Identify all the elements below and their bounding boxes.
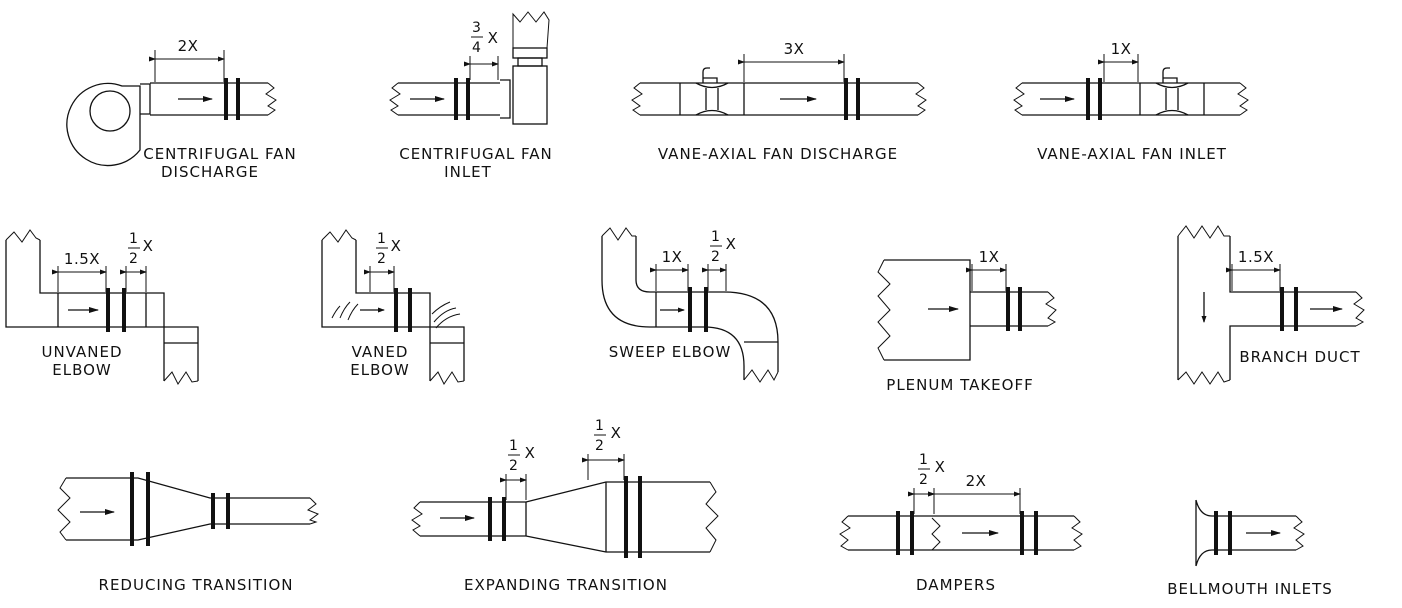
fan-hub [1155,82,1189,116]
fraction-numerator: 1 [595,418,605,434]
dimension-label: 1X [1111,40,1132,58]
duct [5,240,199,381]
fraction-unit: X [935,458,946,476]
bellmouth [1195,499,1213,567]
diagram-label-line1: VANED [352,343,409,361]
fraction-numerator: 1 [711,229,721,245]
fraction-unit: X [143,237,154,255]
turning-vane [331,301,359,321]
fraction-numerator: 1 [377,231,387,247]
diagram-label-line1: VANE-AXIAL FAN DISCHARGE [658,145,898,163]
diagram-label-line1: SWEEP ELBOW [609,343,732,361]
plenum-takeoff: 1X PLENUM TAKEOFF [877,248,1057,394]
plenum [884,259,971,361]
fraction-unit: X [611,424,622,442]
duct [601,236,779,380]
diagram-label-line1: BELLMOUTH INLETS [1167,580,1333,598]
dampers: 1 2 X 2X DAMPERS [839,452,1083,594]
diagram-label-line1: CENTRIFUGAL FAN [399,145,553,163]
diagram-label-line1: DAMPERS [916,576,996,594]
fan-hub [695,82,729,116]
duct [398,82,500,116]
reducing-transition: REDUCING TRANSITION [57,472,320,594]
diagram-label-line1: BRANCH DUCT [1239,348,1360,366]
diagram-label-line2: DISCHARGE [161,163,259,181]
sweep-elbow: 1X 1 2 X SWEEP ELBOW [601,227,779,383]
fan-body [512,65,548,125]
fraction-denominator: 2 [919,472,929,488]
fraction-denominator: 2 [509,458,519,474]
diagram-label-line1: REDUCING TRANSITION [99,576,294,594]
fraction-numerator: 1 [509,438,519,454]
dimension-label: 3X [784,40,805,58]
duct [150,82,268,116]
fraction-unit: X [488,29,499,47]
fraction-denominator: 2 [711,249,721,265]
vane-axial-fan-inlet: 1X VANE-AXIAL FAN INLET [1013,40,1249,163]
duct [420,481,710,553]
fraction-denominator: 2 [129,251,139,267]
diagram-label-line2: INLET [444,163,492,181]
fraction-unit: X [391,237,402,255]
fraction-numerator: 1 [129,231,139,247]
expanding-transition: 1 2 X 1 2 X EXPANDING TRANSITION [411,418,719,594]
dimension-label: 1X [979,248,1000,266]
duct [640,82,918,116]
dimension-label: 2X [178,37,199,55]
dimension-label: 2X [966,472,987,490]
damper-blade [931,517,941,551]
duct [848,515,1074,551]
diagram-label-line1: PLENUM TAKEOFF [886,376,1033,394]
fraction-numerator: 1 [919,452,929,468]
fraction-unit: X [525,444,536,462]
fraction-denominator: 2 [595,438,605,454]
dimension-label: 1.5X [64,250,100,268]
branch-duct: 1.5X BRANCH DUCT [1177,225,1365,385]
duct [321,240,465,381]
vaned-elbow: 1 2 X VANED ELBOW [321,229,465,385]
fraction-numerator: 3 [472,20,482,36]
fraction-denominator: 2 [377,251,387,267]
dimension-label: 1X [662,248,683,266]
fraction-unit: X [726,235,737,253]
diagram-label-line2: ELBOW [52,361,112,379]
diagram-label-line1: EXPANDING TRANSITION [464,576,668,594]
diagram-label-line1: CENTRIFUGAL FAN [143,145,297,163]
bellmouth-inlets: BELLMOUTH INLETS [1167,499,1333,598]
turning-vane [431,301,461,329]
fan-wheel [89,90,131,132]
dimension-label: 1.5X [1238,248,1274,266]
vane-axial-fan-discharge: 3X VANE-AXIAL FAN DISCHARGE [631,40,927,163]
unvaned-elbow: 1.5X 1 2 X UNVANED ELBOW [5,229,199,385]
centrifugal-fan-discharge: 2X CENTRIFUGAL FAN DISCHARGE [66,37,297,181]
duct [66,477,310,541]
diagram-label-line1: UNVANED [41,343,122,361]
diagram-label-line1: VANE-AXIAL FAN INLET [1037,145,1227,163]
fraction-denominator: 4 [472,40,482,56]
fan-housing [66,82,141,167]
diagram-label-line2: ELBOW [350,361,410,379]
main-duct [1177,236,1356,380]
duct [1212,515,1296,551]
centrifugal-fan-inlet: 3 4 X CENTRIFUGAL FAN INLET [389,11,553,181]
